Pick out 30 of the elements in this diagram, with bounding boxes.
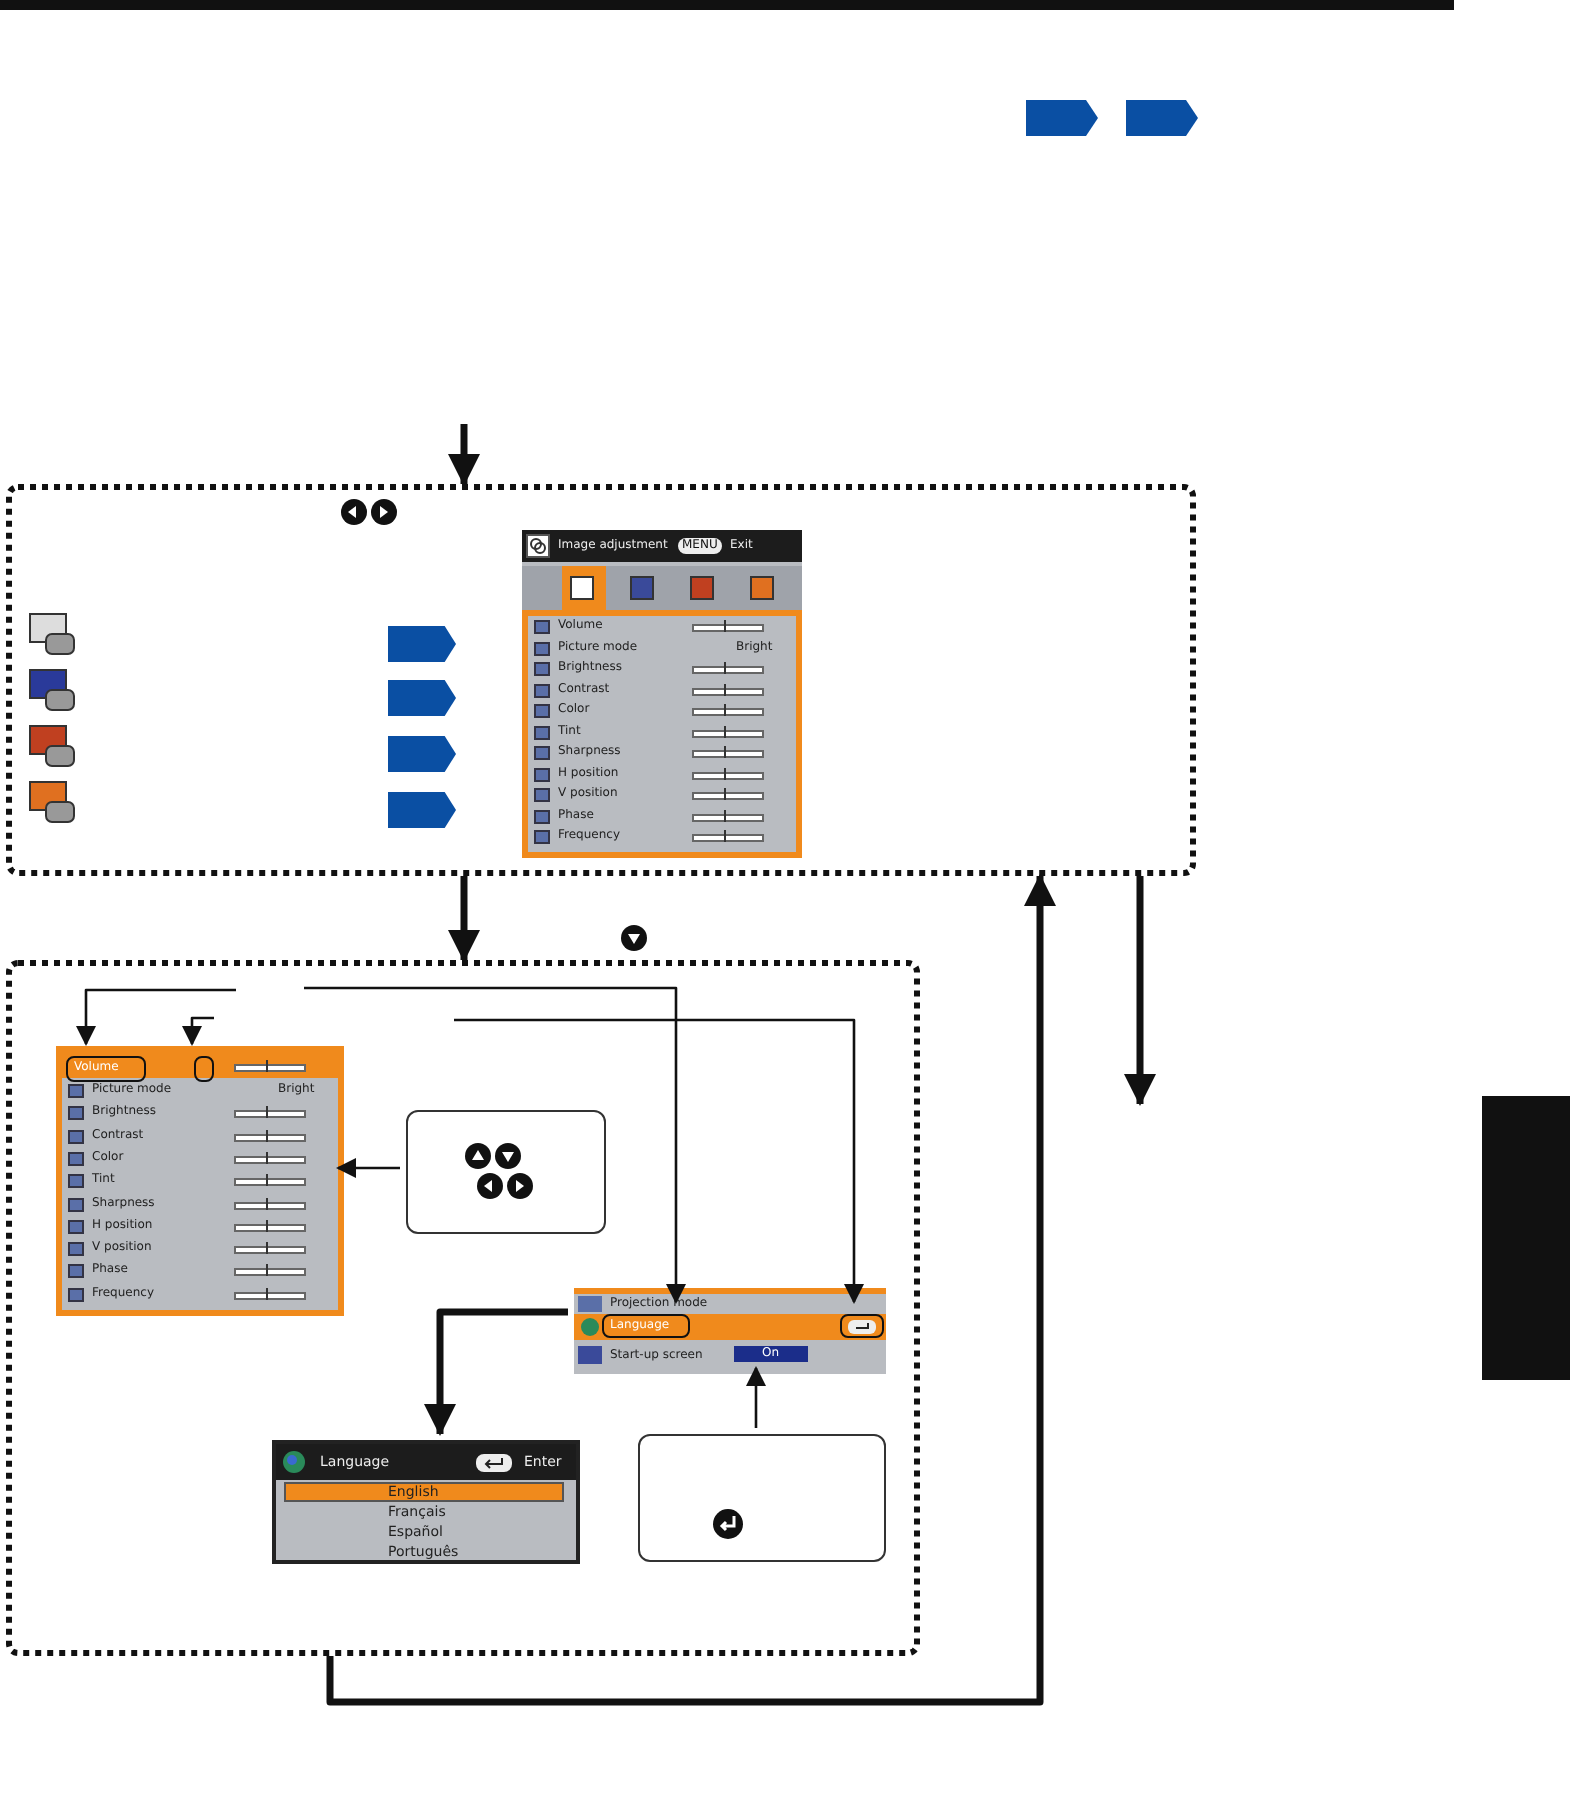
- highlight-outline: [194, 1056, 214, 1082]
- page-reference-tag: [1126, 100, 1198, 136]
- arrow: [304, 986, 686, 1304]
- highlight-outline: [840, 1314, 884, 1338]
- arrow: [424, 1308, 568, 1436]
- arrow: [336, 1158, 400, 1178]
- callout-box: [406, 1110, 606, 1234]
- menu-screenshot: [522, 530, 802, 858]
- dotted-frame: [6, 484, 1196, 876]
- highlight-outline: [66, 1056, 146, 1082]
- callout-box: [638, 1434, 886, 1562]
- arrow: [76, 988, 236, 1046]
- menu-screenshot: [56, 1046, 344, 1316]
- highlight-outline: [602, 1314, 690, 1338]
- page-reference-tag: [388, 680, 456, 716]
- arrow: [448, 424, 480, 486]
- side-tab: [1482, 1096, 1570, 1380]
- page-reference-tag: [388, 792, 456, 828]
- page-reference-tag: [388, 736, 456, 772]
- arrow: [1124, 876, 1156, 1106]
- arrow: [454, 1018, 864, 1304]
- arrow: [326, 874, 1056, 1706]
- page-reference-tag: [388, 626, 456, 662]
- menu-screenshot: [574, 1288, 886, 1374]
- menu-screenshot: [272, 1440, 580, 1564]
- dotted-frame: [6, 960, 920, 1656]
- arrow: [448, 876, 480, 962]
- page-reference-tag: [1026, 100, 1098, 136]
- arrow: [746, 1366, 766, 1428]
- arrow: [182, 1016, 214, 1046]
